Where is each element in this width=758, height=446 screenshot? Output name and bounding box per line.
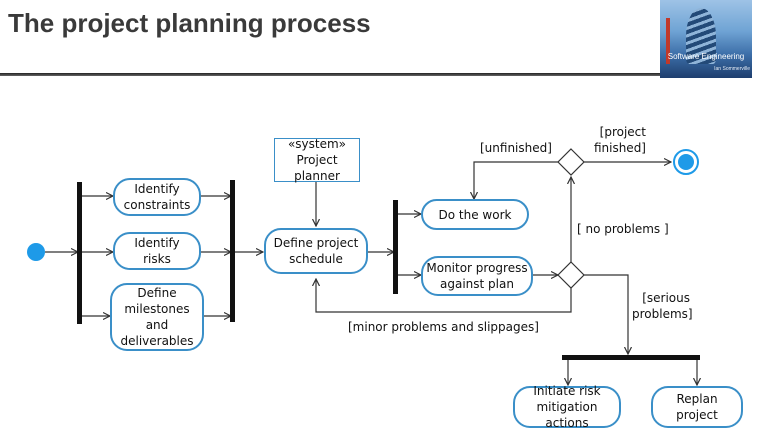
flow-minor-problems (316, 279, 572, 313)
activity-label-line: against plan (440, 277, 514, 291)
activity-label-line: Replan (676, 392, 718, 406)
start-node (27, 243, 45, 261)
activity-label-line: risks (143, 252, 171, 266)
activity-do-the-work: Do the work (421, 199, 529, 230)
end-node-core (678, 154, 694, 170)
activity-label-line: constraints (123, 198, 191, 212)
activity-label-line: and (145, 318, 169, 332)
activity-label-line: project (676, 408, 718, 422)
activity-label-line: Define (137, 286, 177, 300)
decision-diamond-problems (557, 261, 585, 289)
activity-monitor-progress: Monitor progress against plan (421, 256, 533, 296)
guard-line: finished] (593, 141, 646, 155)
activity-label-line: Define project (273, 236, 359, 250)
guard-no-problems: [ no problems ] (577, 222, 669, 236)
fork-bar-2 (393, 200, 398, 294)
guard-line: problems] (632, 307, 693, 321)
guard-minor-problems: [minor problems and slippages] (348, 320, 539, 334)
activity-label-line: Identify (134, 182, 180, 196)
activity-label-line: milestones (124, 302, 190, 316)
activity-label-line: mitigation actions (536, 400, 598, 430)
guard-serious-problems: [serious problems] (632, 290, 693, 322)
title-divider (0, 73, 660, 76)
activity-initiate-risk-mitigation: Initiate risk mitigation actions (513, 384, 621, 430)
activity-label-line: Do the work (438, 207, 512, 222)
activity-replan-project: Replan project (651, 386, 743, 428)
guard-line: [project (599, 125, 646, 139)
system-name: Project planner (294, 153, 340, 183)
fork-bar-1 (77, 182, 82, 324)
flow-unfinished (474, 161, 558, 199)
activity-label-line: schedule (289, 252, 343, 266)
system-project-planner: «system» Project planner (274, 137, 360, 183)
crane-graphic (666, 18, 670, 64)
fork-bar-3 (562, 355, 700, 360)
flow-serious-problems (584, 274, 628, 354)
activity-identify-constraints: Identify constraints (113, 178, 201, 216)
logo-subtext: Ian Sommerville (714, 66, 750, 72)
activity-define-milestones: Define milestones and deliverables (110, 283, 204, 351)
logo-text: Software Engineering (667, 52, 745, 61)
guard-project-finished: [project finished] (592, 124, 646, 156)
book-cover-logo: Software Engineering Ian Sommerville (660, 0, 752, 78)
guard-line: [serious (642, 291, 690, 305)
activity-label-line: Identify (134, 236, 180, 250)
page-title: The project planning process (8, 8, 371, 38)
system-stereotype: «system» (287, 137, 347, 151)
decision-diamond-finished (557, 148, 585, 176)
activity-identify-risks: Identify risks (113, 232, 201, 270)
guard-unfinished: [unfinished] (480, 141, 552, 155)
activity-label-line: Initiate risk (533, 384, 601, 398)
activity-define-schedule: Define project schedule (264, 228, 368, 274)
activity-label-line: Monitor progress (426, 261, 528, 275)
tower-graphic (686, 8, 716, 64)
join-bar-1 (230, 180, 235, 322)
activity-label-line: deliverables (120, 334, 194, 348)
